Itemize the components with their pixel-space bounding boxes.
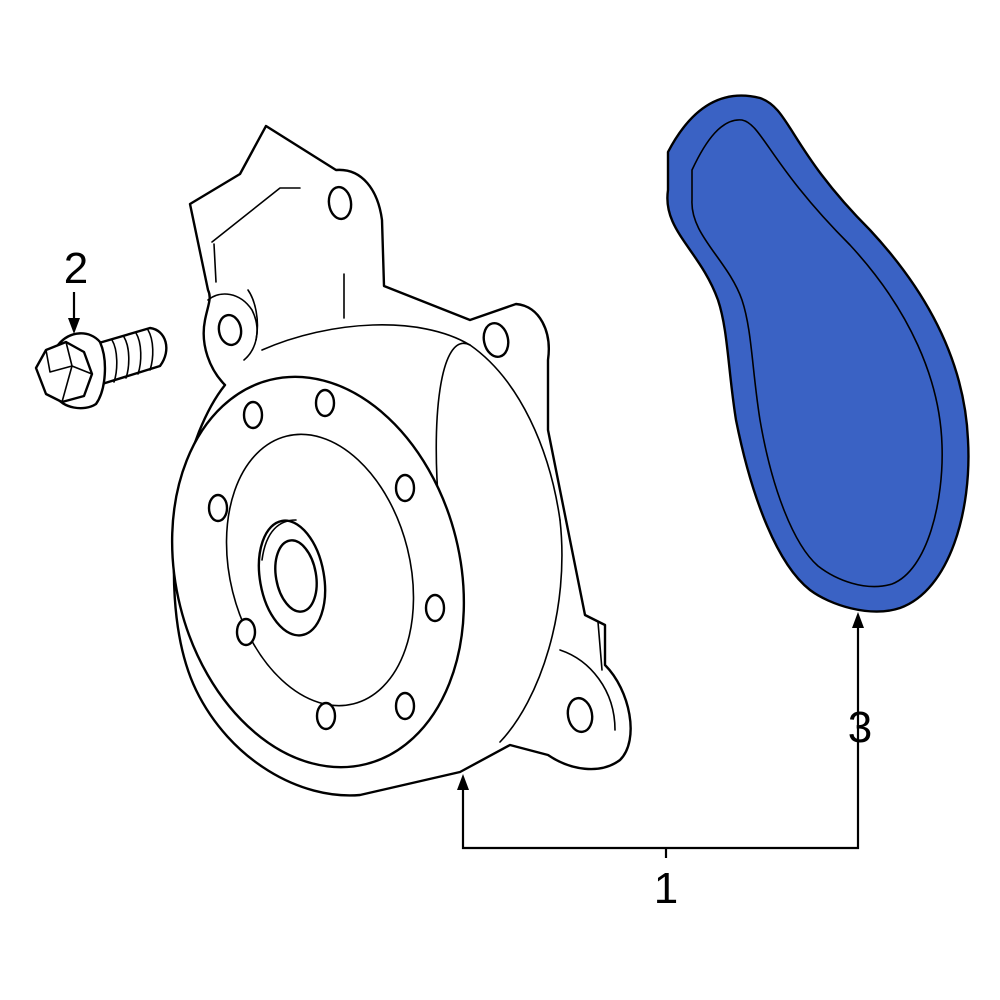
bolt-icon[interactable] <box>34 326 168 410</box>
gasket-shape <box>666 94 970 613</box>
callout-2: 2 <box>64 244 88 334</box>
callout-label-3: 3 <box>848 703 872 752</box>
water-pump-icon[interactable] <box>132 124 632 798</box>
callout-3: 3 <box>848 612 872 752</box>
callout-label-1: 1 <box>654 864 678 913</box>
callout-label-2: 2 <box>64 244 88 293</box>
callout-1: 1 <box>457 628 860 913</box>
gasket-icon[interactable] <box>666 94 970 613</box>
